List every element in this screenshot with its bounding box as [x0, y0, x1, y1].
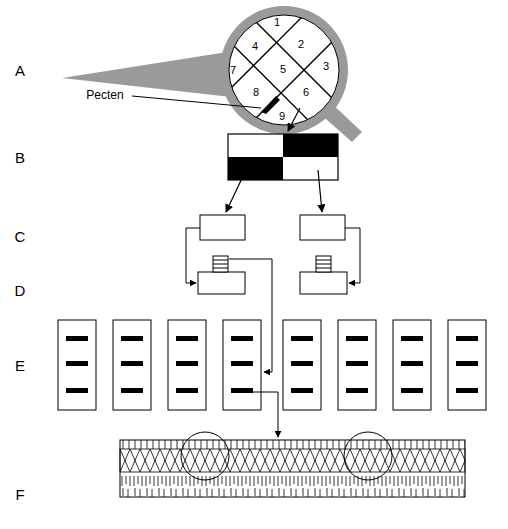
column-box: [448, 320, 486, 410]
bar: [66, 388, 88, 393]
panel-letter: F: [15, 487, 24, 502]
sample-circle: [344, 432, 392, 480]
grid-line: [208, 0, 368, 111]
bar: [346, 336, 368, 341]
panel-letter: C: [15, 229, 26, 244]
box: [300, 272, 347, 294]
bar: [401, 336, 423, 341]
panel-letter: D: [15, 283, 26, 298]
panel-letter: A: [15, 63, 25, 78]
bar: [401, 361, 423, 366]
stack: [316, 256, 331, 272]
sector-number: 3: [323, 61, 329, 72]
pecten-shape: [261, 96, 280, 114]
black-cell: [228, 157, 283, 180]
stack-lines: [316, 260, 331, 268]
strip: [120, 440, 465, 497]
sample-circle: [181, 432, 229, 480]
strip-cells: [120, 472, 465, 497]
arrow: [226, 172, 245, 212]
grid-line: [206, 0, 346, 112]
bar: [291, 336, 313, 341]
strip-top: [120, 440, 465, 449]
bar: [346, 388, 368, 393]
bar: [176, 336, 198, 341]
bar: [121, 336, 143, 341]
stack: [213, 256, 228, 272]
box: [198, 272, 245, 294]
box: [200, 215, 245, 240]
sector-number: 9: [279, 111, 285, 122]
strip-hatch: [120, 449, 465, 472]
bar: [176, 388, 198, 393]
leader-line: [132, 96, 261, 108]
bar: [456, 336, 478, 341]
bar: [291, 361, 313, 366]
column-box: [338, 320, 376, 410]
column-box: [393, 320, 431, 410]
bar: [231, 336, 253, 341]
bar: [456, 361, 478, 366]
sector-number: 4: [252, 41, 258, 52]
column-box: [113, 320, 151, 410]
arrow: [250, 392, 278, 437]
column-box: [58, 320, 96, 410]
bar: [121, 388, 143, 393]
part-label: Pecten: [86, 89, 123, 101]
eye-ring: [220, 6, 348, 134]
column-box: [223, 320, 261, 410]
column-box: [283, 320, 321, 410]
column-box: [168, 320, 206, 410]
grid-line: [200, 12, 340, 152]
sector-number: 6: [303, 87, 309, 98]
panel-letter: B: [15, 150, 25, 165]
bar: [456, 388, 478, 393]
sector-number: 7: [230, 65, 236, 76]
column-boxes: [58, 320, 486, 410]
stack-lines: [213, 260, 228, 268]
sector-number: 5: [280, 64, 286, 75]
sector-number: 1: [274, 17, 280, 28]
arrow: [288, 108, 300, 131]
bar: [346, 361, 368, 366]
bar: [231, 361, 253, 366]
box: [300, 215, 345, 240]
black-cell: [283, 134, 338, 157]
sector-number: 8: [253, 87, 259, 98]
bar: [401, 388, 423, 393]
bar: [176, 361, 198, 366]
bar: [121, 361, 143, 366]
arrow: [318, 170, 322, 212]
retina: [229, 15, 339, 125]
bar: [66, 361, 88, 366]
bar: [291, 388, 313, 393]
panel-letter: E: [15, 358, 25, 373]
retina-grid: [200, 0, 374, 160]
sector-number: 2: [298, 39, 304, 50]
bar: [66, 336, 88, 341]
bar: [231, 388, 253, 393]
